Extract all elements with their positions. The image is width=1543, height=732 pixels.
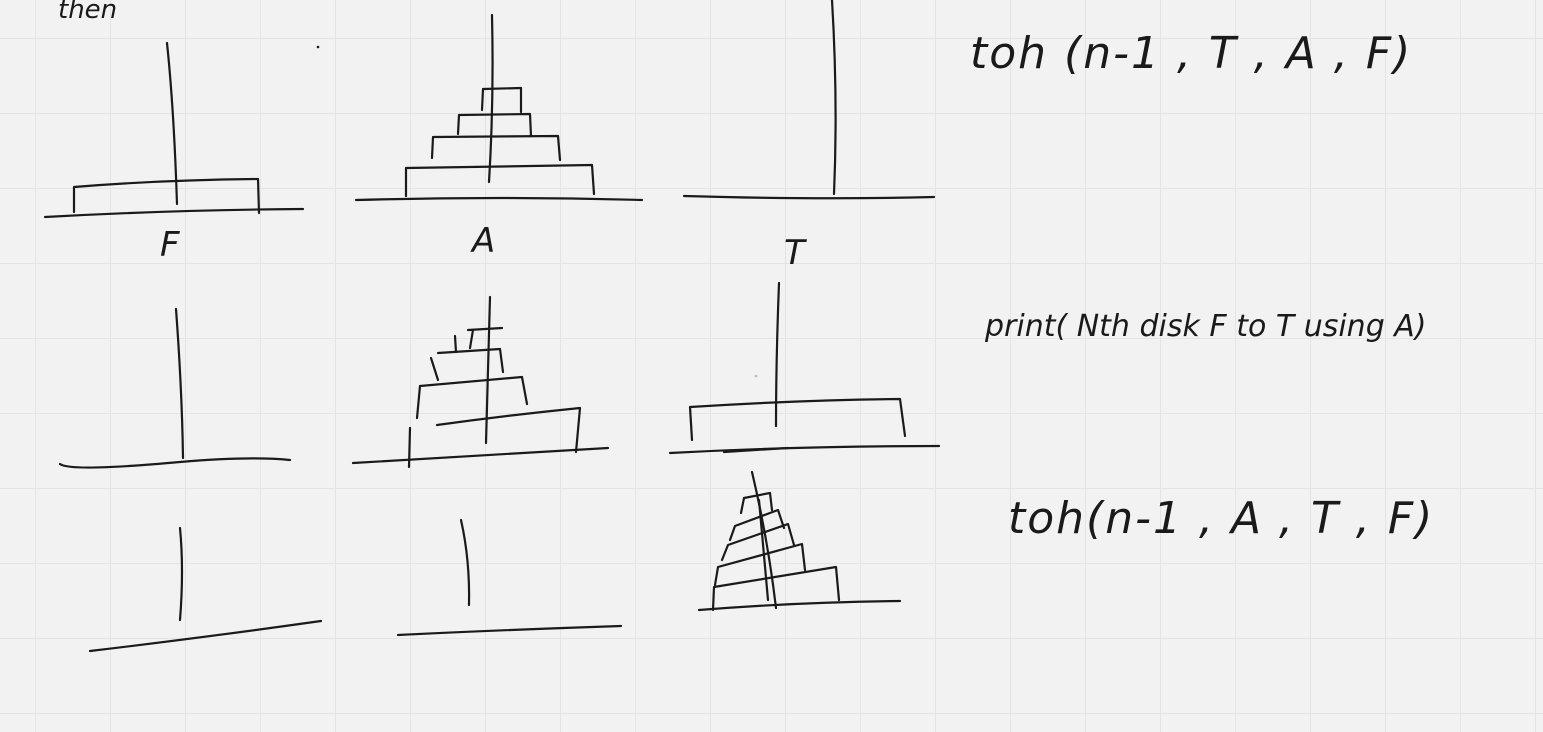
base-line (58, 457, 292, 469)
rod-to-stage-3 (697, 470, 902, 612)
base-line (668, 444, 941, 455)
stage-1: F A T (43, 0, 936, 273)
stage-2 (58, 281, 941, 469)
rod-aux-stage-2 (351, 295, 610, 469)
disk (739, 491, 774, 515)
base-line (88, 619, 323, 653)
note-step-1: toh (n-1 , T , A , F) (970, 28, 1412, 79)
disk-underline (722, 446, 790, 454)
base-line (43, 207, 305, 219)
peg (484, 295, 492, 445)
base-line (351, 446, 610, 465)
peg (178, 526, 184, 622)
rod-aux-stage-3 (396, 518, 623, 637)
disk (456, 112, 533, 138)
rod-to-stage-2 (668, 281, 941, 455)
rod-label-aux: A (470, 221, 495, 261)
peg (487, 13, 494, 184)
disk (728, 508, 786, 542)
disk (415, 375, 529, 420)
disk (404, 163, 596, 198)
disk (720, 522, 796, 562)
disk (430, 134, 562, 162)
ink-dot (316, 45, 320, 49)
disk (453, 326, 504, 354)
disk (713, 542, 807, 587)
disk (429, 347, 505, 382)
base-line (682, 194, 936, 200)
peg (774, 281, 781, 428)
peg (165, 41, 179, 206)
rod-label-to: T (784, 233, 807, 273)
rod-to-stage-1 (682, 0, 936, 200)
peg (750, 470, 778, 610)
disk (688, 397, 907, 442)
peg (830, 0, 837, 196)
rod-label-from: F (160, 225, 180, 265)
rod-from-stage-1 (43, 41, 305, 219)
ink-dot (754, 374, 758, 378)
base-line (396, 624, 623, 637)
rod-from-stage-3 (88, 526, 323, 653)
disk (480, 86, 523, 114)
disk (711, 565, 841, 612)
header-word: then (58, 0, 117, 25)
rod-from-stage-2 (58, 307, 292, 469)
disk (407, 406, 582, 469)
note-step-3: toh(n-1 , A , T , F) (1008, 493, 1434, 544)
disk (72, 177, 261, 215)
peg (174, 307, 185, 460)
rod-aux-stage-1 (354, 13, 644, 202)
stage-3 (88, 470, 902, 653)
base-line (354, 196, 644, 202)
peg (459, 518, 471, 607)
note-step-2: print( Nth disk F to T using A) (984, 309, 1427, 344)
base-line (697, 599, 902, 612)
